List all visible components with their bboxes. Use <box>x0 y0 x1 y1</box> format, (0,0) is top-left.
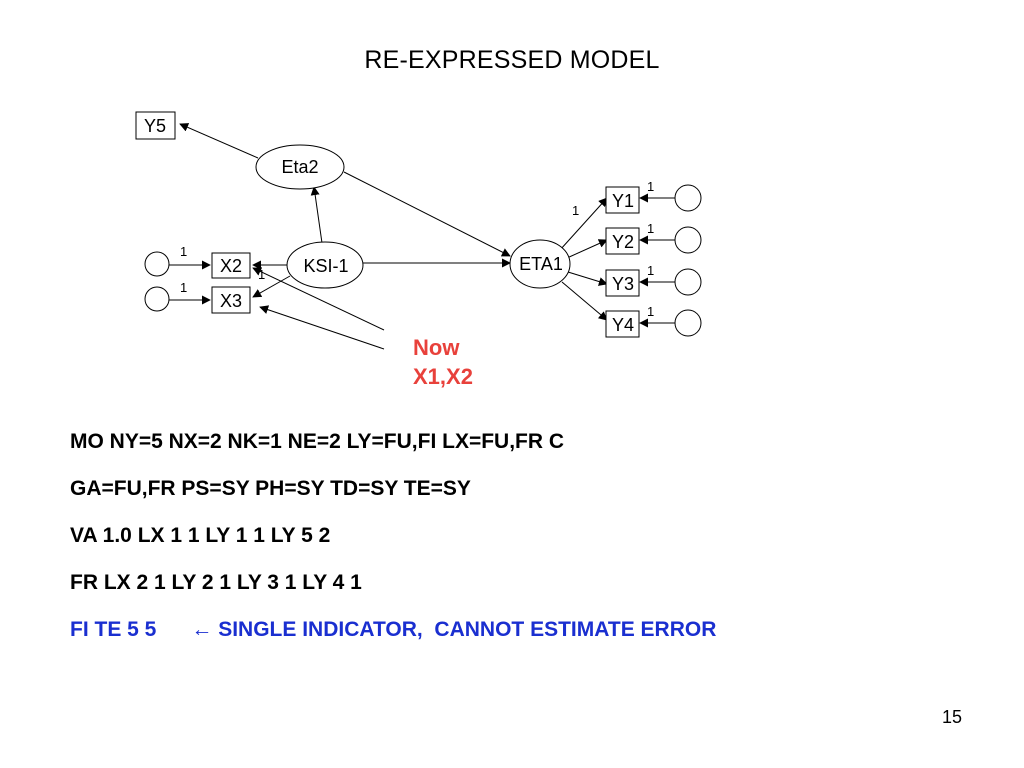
note-line-1: Now <box>413 335 460 360</box>
node-y2-label: Y2 <box>612 232 634 252</box>
node-eta1-label: ETA1 <box>519 254 563 274</box>
path-eta1-y2 <box>566 239 608 259</box>
path-diagram: Y5 Eta2 KSI-1 X2 X3 ETA1 Y1 Y2 Y3 Y4 1 1… <box>135 111 702 350</box>
path-eta1-y4 <box>561 281 608 321</box>
node-y4-box <box>605 310 640 338</box>
label-x2-loading: 1 <box>258 267 265 282</box>
path-eta2-y5 <box>179 123 259 159</box>
error-circle-x3 <box>144 286 170 312</box>
node-x3-box <box>211 286 251 314</box>
node-y5-label: Y5 <box>144 116 166 136</box>
node-y2-box <box>605 227 640 255</box>
label-y2-error: 1 <box>647 221 654 236</box>
label-y1-error: 1 <box>647 179 654 194</box>
node-y3-label: Y3 <box>612 274 634 294</box>
label-x2-error: 1 <box>180 244 187 259</box>
error-circle-y1 <box>674 184 702 212</box>
node-eta2-label: Eta2 <box>281 157 318 177</box>
note-callout: Now X1,X2 <box>413 333 473 391</box>
label-y4-error: 1 <box>647 304 654 319</box>
label-x3-error: 1 <box>180 280 187 295</box>
lisrel-syntax: MO NY=5 NX=2 NK=1 NE=2 LY=FU,FI LX=FU,FR… <box>70 418 716 653</box>
error-circle-y2 <box>674 226 702 254</box>
node-x2-label: X2 <box>220 256 242 276</box>
syntax-line-2: GA=FU,FR PS=SY PH=SY TD=SY TE=SY <box>70 477 471 500</box>
node-eta2-ellipse <box>255 144 345 190</box>
node-y4-label: Y4 <box>612 315 634 335</box>
node-y1-box <box>605 186 640 214</box>
error-circle-x2 <box>144 251 170 277</box>
path-eta1-y1 <box>559 197 608 251</box>
node-x3-label: X3 <box>220 291 242 311</box>
node-y5-box <box>135 111 176 140</box>
path-eta2-eta1 <box>343 171 511 257</box>
node-x2-box <box>211 252 251 279</box>
node-ksi1-ellipse <box>286 241 364 289</box>
syntax-line-4: FR LX 2 1 LY 2 1 LY 3 1 LY 4 1 <box>70 571 362 594</box>
error-circle-y3 <box>674 268 702 296</box>
syntax-line-5: FI TE 5 5 ← SINGLE INDICATOR, CANNOT EST… <box>70 618 717 641</box>
node-eta1-ellipse <box>509 239 571 289</box>
label-y3-error: 1 <box>647 263 654 278</box>
path-ksi1-x3 <box>252 275 291 298</box>
node-ksi1-label: KSI-1 <box>303 256 348 276</box>
error-circle-y4 <box>674 309 702 337</box>
node-y1-label: Y1 <box>612 191 634 211</box>
note-pointer-x3 <box>259 305 385 350</box>
note-pointer-x2 <box>252 267 385 331</box>
node-y3-box <box>605 269 640 297</box>
slide-title: RE-EXPRESSED MODEL <box>364 46 660 74</box>
syntax-line-1: MO NY=5 NX=2 NK=1 NE=2 LY=FU,FI LX=FU,FR… <box>70 430 565 453</box>
path-ksi1-eta2 <box>310 186 323 244</box>
note-line-2: X1,X2 <box>413 364 473 389</box>
path-eta1-y3 <box>567 271 608 286</box>
label-y1-loading: 1 <box>572 203 579 218</box>
syntax-line-3: VA 1.0 LX 1 1 LY 1 1 LY 5 2 <box>70 524 331 547</box>
page-number: 15 <box>941 707 962 727</box>
